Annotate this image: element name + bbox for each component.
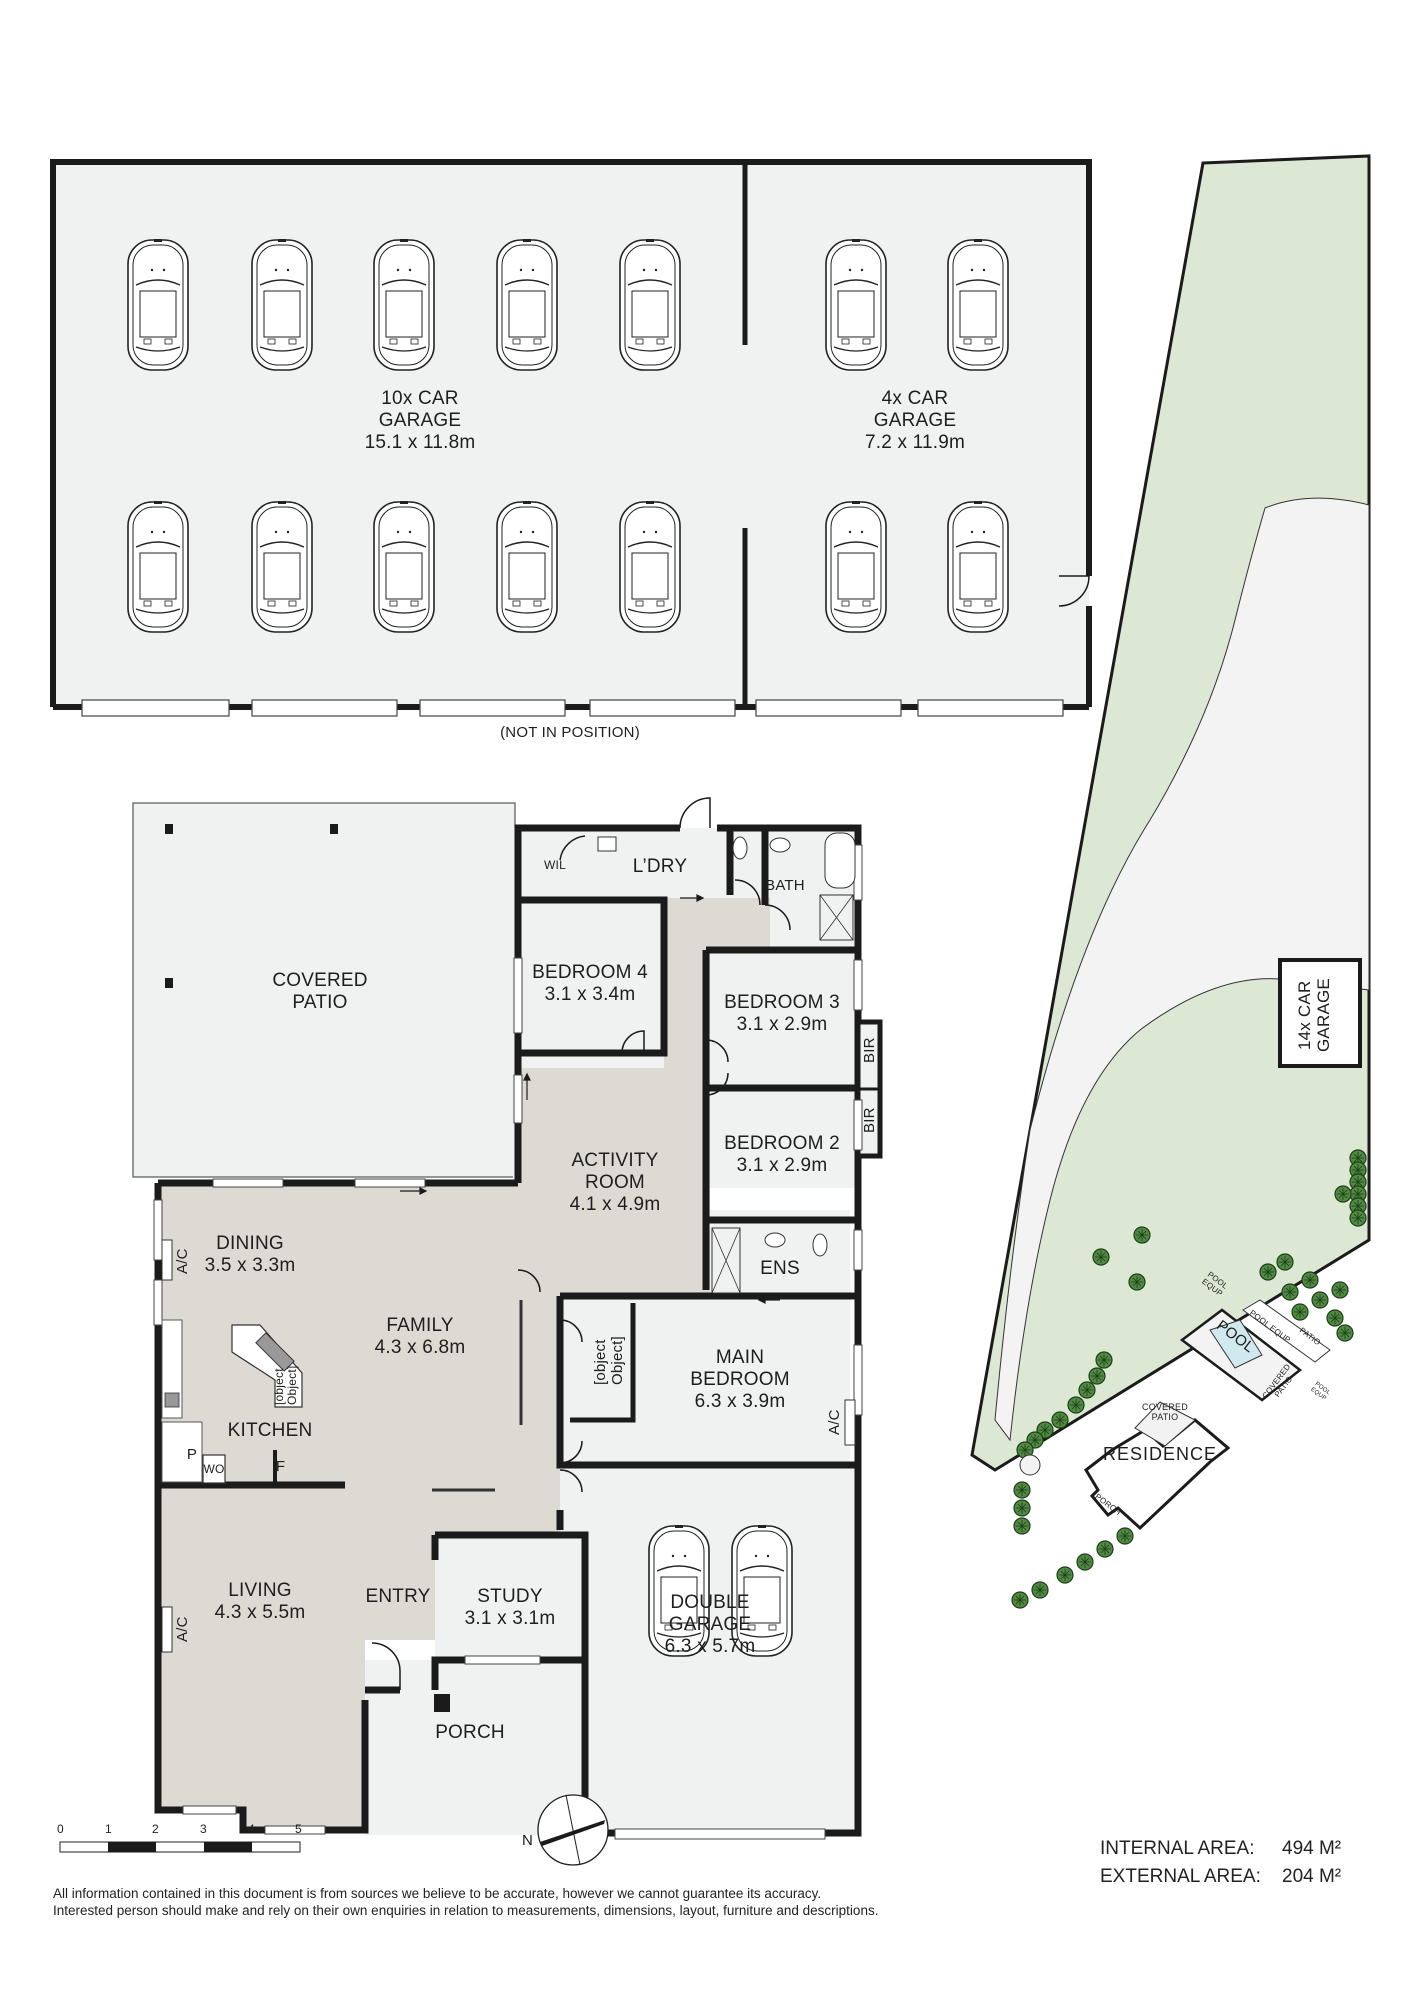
disclaimer: All information contained in this docume… [53,1885,878,1919]
dining-label: DINING 3.5 x 3.3m [180,1233,320,1277]
site-covered-patio-line1: COVERED [1142,1402,1188,1412]
covered-patio-line2: PATIO [292,992,348,1013]
wo-label: WO [203,1462,225,1476]
scale-tick-2: 2 [152,1822,159,1836]
fridge-label: F [275,1458,286,1475]
living-dims: 4.3 x 5.5m [214,1602,306,1623]
porch-label: PORCH [435,1722,505,1743]
internal-area-label: INTERNAL AREA: [1100,1838,1255,1859]
site-plan [970,154,1371,1609]
wir-label: [object Object] [592,1336,626,1385]
study-name: STUDY [477,1586,543,1607]
family-label: FAMILY 4.3 x 6.8m [345,1315,495,1359]
detached-garage-block [50,159,1092,717]
double-garage-label: DOUBLE GARAGE 6.3 x 5.7m [640,1592,780,1658]
activity-line2: ROOM [585,1172,645,1193]
bedroom3-name: BEDROOM 3 [724,992,840,1013]
pantry-label: P [186,1446,198,1463]
main-bedroom-label: MAIN BEDROOM 6.3 x 3.9m [660,1347,820,1413]
residence-covered-patio-label: COVERED PATIO [1130,1402,1200,1422]
scale-bar [59,1841,301,1853]
dining-name: DINING [216,1233,284,1254]
garage-14-line1: 14x CAR [1295,980,1314,1050]
garage-4-label: 4x CAR GARAGE 7.2 x 11.9m [830,388,1000,454]
scale-tick-3: 3 [200,1822,207,1836]
external-area-label: EXTERNAL AREA: [1100,1866,1261,1887]
kitchen-label: KITCHEN [227,1420,313,1441]
main-bedroom-line2: BEDROOM [690,1369,790,1390]
scale-tick-4: 4 [248,1822,255,1836]
scale-tick-0: 0 [57,1822,64,1836]
disclaimer-line2: Interested person should make and rely o… [53,1903,879,1918]
bedroom2-dims: 3.1 x 2.9m [736,1155,828,1176]
double-garage-line2: GARAGE [668,1614,752,1635]
activity-dims: 4.1 x 4.9m [569,1194,661,1215]
external-area-value: 204 M² [1282,1866,1342,1887]
garage-10-line1: 10x CAR [381,388,459,409]
ac-dining-label: A/C [174,1248,191,1274]
garage-10-line2: GARAGE [378,410,462,431]
not-in-position-note: (NOT IN POSITION) [500,724,640,741]
study-label: STUDY 3.1 x 3.1m [450,1586,570,1630]
covered-patio-line1: COVERED [272,970,368,991]
ens-label: ENS [760,1258,800,1279]
activity-room-label: ACTIVITY ROOM 4.1 x 4.9m [540,1150,690,1216]
garage-10-dims: 15.1 x 11.8m [364,432,476,453]
bedroom4-name: BEDROOM 4 [532,962,648,983]
study-dims: 3.1 x 3.1m [464,1608,556,1629]
bedroom3-dims: 3.1 x 2.9m [736,1014,828,1035]
double-garage-dims: 6.3 x 5.7m [664,1636,756,1657]
bir2-label: BIR [861,1107,878,1133]
laundry-label: L’DRY [632,856,688,877]
main-bedroom-line1: MAIN [715,1347,765,1368]
dining-dims: 3.5 x 3.3m [204,1255,296,1276]
bir1-label: BIR [861,1037,878,1063]
garage-14-label: 14x CAR GARAGE [1295,975,1333,1055]
covered-patio-label: COVERED PATIO [230,970,410,1014]
family-dims: 4.3 x 6.8m [374,1337,466,1358]
entry-label: ENTRY [365,1586,431,1607]
scale-tick-1: 1 [105,1822,112,1836]
wil-label: WIL [544,858,566,872]
north-label: N [522,1832,533,1849]
double-garage-line1: DOUBLE [670,1592,750,1613]
garage-14-line2: GARAGE [1314,978,1333,1052]
garage-4-line2: GARAGE [873,410,957,431]
main-bedroom-dims: 6.3 x 3.9m [694,1391,786,1412]
bedroom4-dims: 3.1 x 3.4m [544,984,636,1005]
ac-living-label: A/C [174,1616,191,1642]
living-label: LIVING 4.3 x 5.5m [190,1580,330,1624]
garage-10-label: 10x CAR GARAGE 15.1 x 11.8m [330,388,510,454]
bedroom2-label: BEDROOM 2 3.1 x 2.9m [707,1133,857,1177]
bedroom3-label: BEDROOM 3 3.1 x 2.9m [707,992,857,1036]
north-arrow-icon [537,1794,609,1866]
house-plan [132,797,883,1840]
scale-tick-5: 5 [295,1822,302,1836]
internal-area-value: 494 M² [1282,1838,1342,1859]
bedroom2-name: BEDROOM 2 [724,1133,840,1154]
ac-main-label: A/C [826,1409,843,1435]
family-name: FAMILY [386,1315,454,1336]
bath-label: BATH [765,877,805,894]
disclaimer-line1: All information contained in this docume… [53,1886,822,1901]
garage-4-dims: 7.2 x 11.9m [864,432,966,453]
bedroom4-label: BEDROOM 4 3.1 x 3.4m [520,962,660,1006]
residence-label: RESIDENCE [1102,1444,1218,1464]
living-name: LIVING [228,1580,292,1601]
garage-4-line1: 4x CAR [881,388,949,409]
dw-label: [object Object] [272,1365,299,1405]
site-covered-patio-line2: PATIO [1151,1412,1179,1422]
activity-line1: ACTIVITY [571,1150,659,1171]
